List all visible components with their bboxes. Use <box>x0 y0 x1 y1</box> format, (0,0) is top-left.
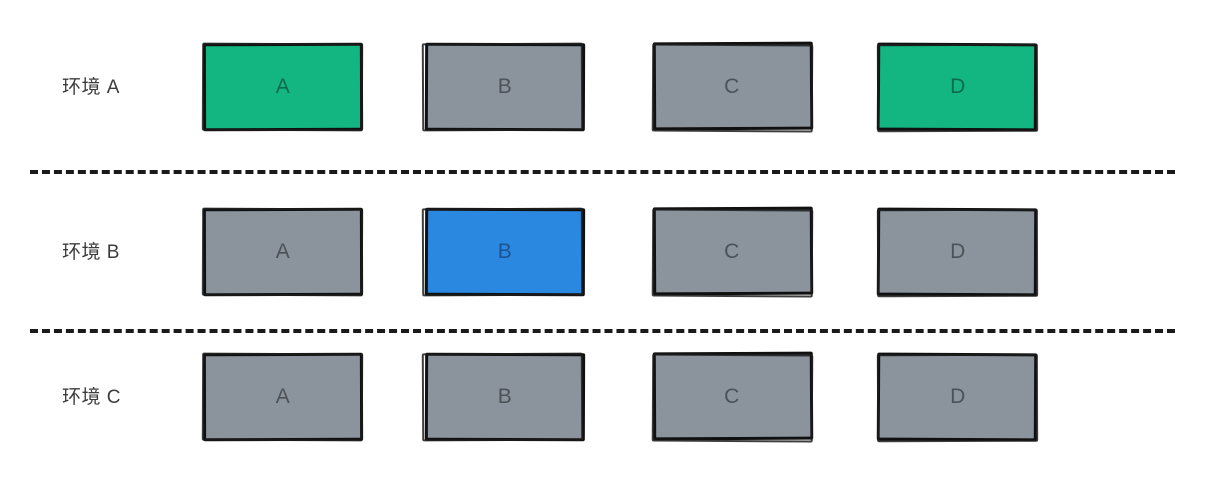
node-label: A <box>275 385 291 408</box>
node-fill <box>880 45 1036 129</box>
node-box[interactable]: A <box>201 207 364 297</box>
row-label-2: 环境 C <box>62 387 122 408</box>
node-box[interactable]: C <box>651 351 814 443</box>
node-label: B <box>497 75 513 98</box>
node-box[interactable]: D <box>876 207 1039 298</box>
node-fill <box>654 210 810 294</box>
row-label-1: 环境 B <box>62 242 120 263</box>
node-fill <box>880 210 1036 294</box>
node-box[interactable]: D <box>876 42 1039 133</box>
node-label: B <box>497 240 513 263</box>
node-box[interactable]: C <box>651 206 814 298</box>
node-label: D <box>950 75 966 98</box>
node-fill <box>427 355 583 439</box>
node-fill <box>427 45 583 129</box>
row-divider <box>30 170 1175 174</box>
node-box[interactable]: D <box>876 352 1039 443</box>
node-fill <box>205 45 361 129</box>
node-label: D <box>950 385 966 408</box>
node-box[interactable]: C <box>651 41 814 133</box>
node-fill <box>880 355 1036 439</box>
node-box[interactable]: A <box>201 42 364 132</box>
node-box[interactable]: B <box>421 352 586 442</box>
node-label: C <box>724 385 740 408</box>
node-label: B <box>497 385 513 408</box>
node-box[interactable]: A <box>201 352 364 442</box>
node-fill <box>654 355 810 439</box>
node-fill <box>205 210 361 294</box>
node-label: A <box>275 240 291 263</box>
node-label: C <box>724 75 740 98</box>
node-box[interactable]: B <box>421 42 586 132</box>
node-fill <box>427 210 583 294</box>
node-label: C <box>724 240 740 263</box>
node-label: D <box>950 240 966 263</box>
row-label-0: 环境 A <box>62 77 120 98</box>
node-label: A <box>275 75 291 98</box>
node-box[interactable]: B <box>421 207 586 297</box>
node-fill <box>654 45 810 129</box>
node-fill <box>205 355 361 439</box>
row-divider <box>30 329 1175 333</box>
